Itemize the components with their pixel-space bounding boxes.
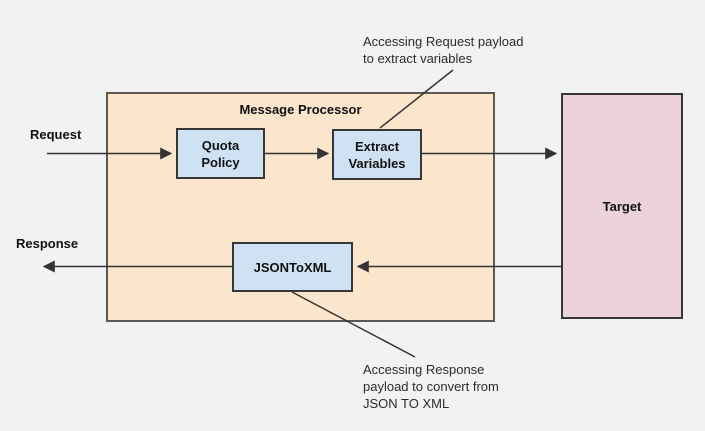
node-extract-variables: Extract Variables — [332, 129, 422, 180]
node-jsontoxml: JSONToXML — [232, 242, 353, 292]
target-box: Target — [561, 93, 683, 319]
message-processor-title: Message Processor — [239, 102, 362, 117]
node-quota-policy: Quota Policy — [176, 128, 265, 179]
annotation-response-payload: Accessing Response payload to convert fr… — [363, 362, 499, 411]
response-label: Response — [16, 236, 79, 251]
target-label: Target — [602, 198, 642, 214]
request-label: Request — [30, 127, 82, 142]
annotation-request-payload: Accessing Request payload to extract var… — [363, 34, 524, 66]
